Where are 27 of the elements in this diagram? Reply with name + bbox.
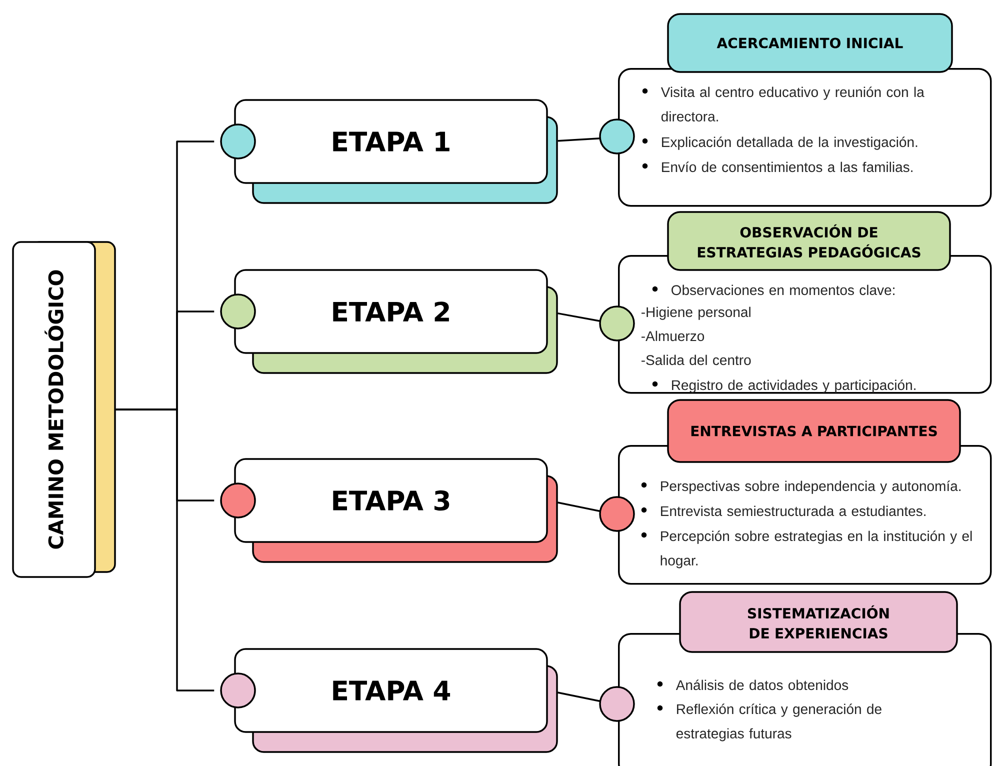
list-item: Observaciones en momentos clave: [672,284,894,296]
connector-line [558,312,600,322]
list-item: Entrevista semiestructurada a estudiantes. [661,506,926,516]
stage-card: ETAPA 3 [234,458,558,563]
connector-line [116,408,214,692]
list-item: Explicación detallada de la investigación. [662,136,918,150]
list-item: -Almuerzo [642,330,704,342]
heading-tab: ENTREVISTAS A PARTICIPANTES [667,399,961,463]
stage-card: ETAPA 4 [234,648,558,753]
stage-card: ETAPA 2 [234,269,558,374]
list-item: Visita al centro educativo y reunión con la directora. [660,86,924,122]
connector-line [558,138,600,142]
list-item: -Salida del centro [642,354,751,366]
list-item: -Higiene personal [642,306,750,320]
list-item: Registro de actividades y participación. [672,380,916,393]
list-item: Envío de consentimientos a las familias. [662,162,912,172]
title-card: CAMINO METODOLÓGICO [12,241,116,578]
list-item: Reflexión crítica y generación de estrategias futuras [676,704,882,742]
connector-line [558,692,601,702]
heading-tab: OBSERVACIÓN DE ESTRATEGIAS PEDAGÓGICAS [667,211,951,271]
heading-tab: SISTEMATIZACIÓN DE EXPERIENCIAS [679,591,958,653]
heading-tab: ACERCAMIENTO INICIAL [667,13,953,73]
list-item: Perspectivas sobre independencia y autonomía. [661,480,960,494]
connector-line [558,502,601,512]
list-item: Análisis de datos obtenidos [676,680,848,690]
list-item: Percepción sobre estrategias en la institución y el hogar. [660,530,972,568]
stage-card: ETAPA 1 [234,99,558,204]
